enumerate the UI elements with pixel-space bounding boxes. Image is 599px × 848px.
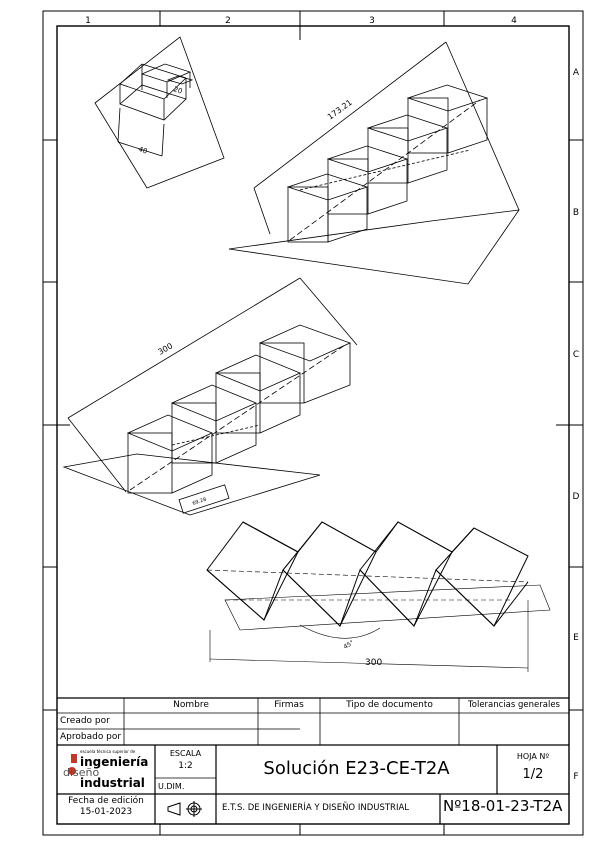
hoja-label: HOJA Nº [516, 752, 550, 761]
header-firmas: Firmas [274, 700, 304, 710]
school-name: E.T.S. DE INGENIERÍA Y DISEÑO INDUSTRIAL [222, 803, 410, 813]
udim-label: U.DIM. [158, 782, 185, 791]
figure-rhombic-zigzag [206, 521, 551, 631]
aprobado-por-label: Aprobado por [60, 732, 122, 742]
logo-line-diseno: diseño [63, 766, 100, 779]
dimension-label: 20 [172, 85, 183, 95]
document-title: Solución E23-CE-T2A [263, 758, 450, 779]
dimension-label: 173.21 [326, 98, 354, 122]
creado-por-label: Creado por [60, 716, 110, 726]
title-block-lines [57, 697, 569, 824]
row-label-c: C [573, 350, 579, 360]
header-tolerancias: Tolerancias generales [468, 700, 560, 710]
column-label-1: 1 [85, 16, 91, 26]
row-label-b: B [573, 208, 579, 218]
fecha-label: Fecha de edición [68, 796, 144, 806]
row-label-e: E [573, 633, 579, 643]
logo-tagline: escuela técnica superior de [80, 749, 136, 754]
column-dividers [159, 11, 445, 835]
row-label-d: D [573, 492, 580, 502]
header-tipo-documento: Tipo de documento [346, 700, 433, 710]
column-label-3: 3 [369, 16, 375, 26]
column-label-2: 2 [225, 16, 231, 26]
dimension-label: 45° [343, 639, 356, 650]
logo-line-ingenieria: ingeniería [80, 755, 149, 769]
row-label-f: F [573, 772, 578, 782]
dimension-label: 69.28 [192, 497, 207, 507]
school-logo [68, 754, 77, 775]
figure-cube-row-1 [228, 41, 520, 285]
document-number-prefix: Nº [443, 797, 462, 815]
escala-value: 1:2 [178, 761, 193, 771]
dimension-label: 300 [157, 341, 175, 356]
figure-small-cube [94, 36, 225, 189]
dimension-label: 300 [365, 658, 382, 668]
row-label-a: A [573, 68, 580, 78]
fecha-value: 15-01-2023 [79, 807, 133, 817]
projection-symbol-icon [167, 801, 202, 817]
outer-frame [42, 10, 584, 836]
document-number: Nº18-01-23-T2A [443, 799, 562, 814]
document-number-value: 18-01-23-T2A [461, 797, 563, 815]
header-nombre: Nombre [173, 700, 209, 710]
dimension-label: 40 [137, 145, 148, 155]
escala-label: ESCALA [169, 749, 202, 758]
column-label-4: 4 [511, 16, 517, 26]
dimension-lines [209, 600, 529, 672]
hoja-value: 1/2 [522, 767, 544, 782]
logo-line-industrial: industrial [80, 776, 145, 790]
row-dividers [43, 139, 583, 711]
figure-cube-row-2 [62, 277, 358, 516]
